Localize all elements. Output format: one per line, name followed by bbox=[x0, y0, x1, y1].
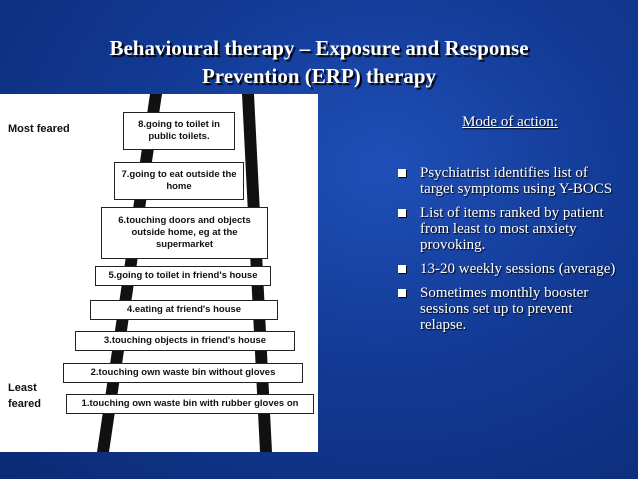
ladder-step-8: 8.going to toilet in public toilets. bbox=[123, 112, 235, 150]
slide-title: Behavioural therapy – Exposure and Respo… bbox=[0, 34, 638, 90]
bullet-text: Psychiatrist identifies list of target s… bbox=[420, 165, 613, 197]
mode-of-action-list: Psychiatrist identifies list of target s… bbox=[396, 165, 618, 341]
ladder-step-5: 5.going to toilet in friend's house bbox=[95, 266, 271, 286]
bullet-item: 13-20 weekly sessions (average) bbox=[396, 261, 618, 277]
most-feared-label: Most feared bbox=[8, 123, 70, 135]
bullet-text: List of items ranked by patient from lea… bbox=[420, 205, 604, 253]
slide-title-line-1: Behavioural therapy – Exposure and Respo… bbox=[109, 36, 529, 60]
square-bullet-icon bbox=[398, 209, 406, 217]
fear-ladder-diagram: Most feared Least feared 8.going to toil… bbox=[0, 94, 318, 452]
ladder-step-4: 4.eating at friend's house bbox=[90, 300, 278, 320]
bullet-text: 13-20 weekly sessions (average) bbox=[420, 261, 616, 277]
bullet-item: List of items ranked by patient from lea… bbox=[396, 205, 618, 253]
mode-of-action-heading: Mode of action: bbox=[462, 114, 558, 130]
square-bullet-icon bbox=[398, 265, 406, 273]
square-bullet-icon bbox=[398, 289, 406, 297]
ladder-step-2: 2.touching own waste bin without gloves bbox=[63, 363, 303, 383]
bullet-item: Psychiatrist identifies list of target s… bbox=[396, 165, 618, 197]
ladder-step-7: 7.going to eat outside the home bbox=[114, 162, 244, 200]
bullet-text: Sometimes monthly booster sessions set u… bbox=[420, 285, 589, 333]
least-feared-label-line-2: feared bbox=[8, 398, 42, 410]
least-feared-label-line-1: Least bbox=[8, 382, 37, 394]
ladder-step-6: 6.touching doors and objects outside hom… bbox=[101, 207, 268, 259]
ladder-step-1: 1.touching own waste bin with rubber glo… bbox=[66, 394, 314, 414]
square-bullet-icon bbox=[398, 169, 406, 177]
slide-title-line-2: Prevention (ERP) therapy bbox=[201, 64, 437, 88]
ladder-step-3: 3.touching objects in friend's house bbox=[75, 331, 295, 351]
bullet-item: Sometimes monthly booster sessions set u… bbox=[396, 285, 618, 333]
